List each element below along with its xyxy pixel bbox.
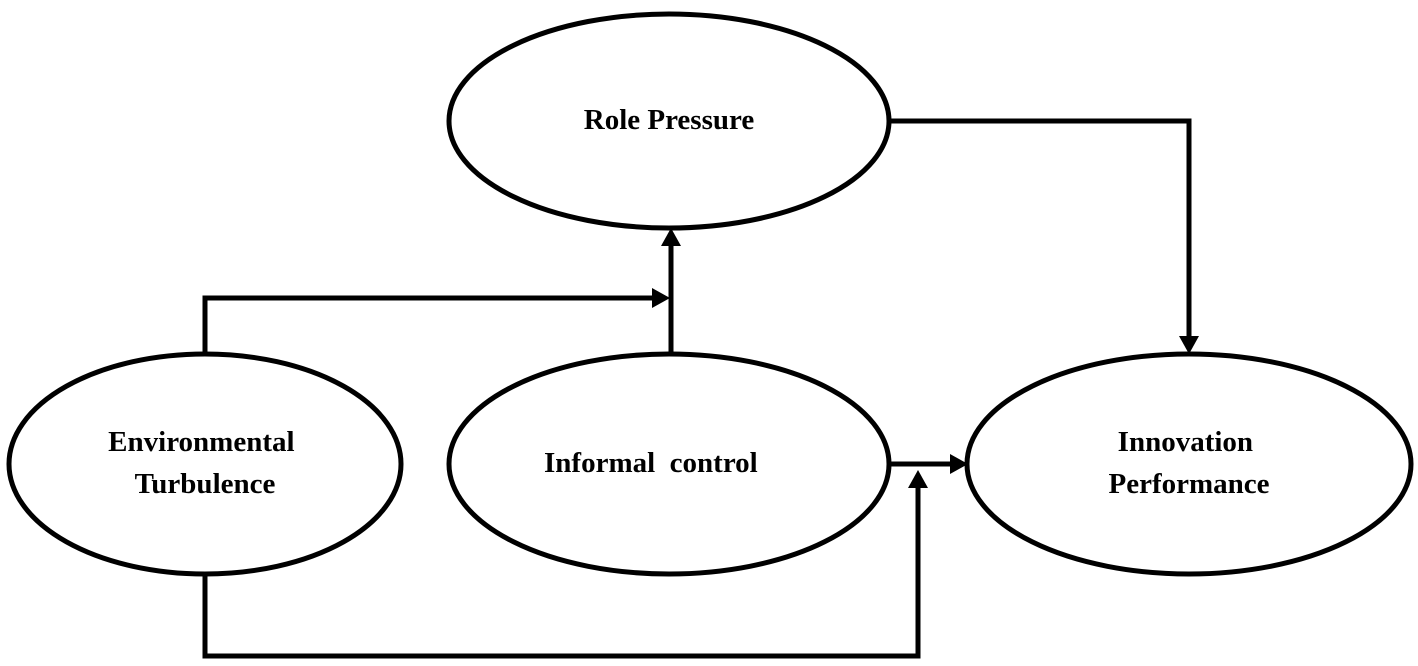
node-informal-control-label: Informal control [544,447,794,479]
node-environmental-turbulence-ellipse [6,351,404,577]
arrowhead-informal-to-innovation [950,454,968,474]
node-role-pressure: Role Pressure [446,11,892,231]
node-role-pressure-label: Role Pressure [584,104,755,136]
arrowhead-informal-to-rolepressure [661,228,681,246]
node-informal-control: Informal control [446,351,892,577]
node-environmental-turbulence-line-2: Turbulence [135,468,276,500]
arrowhead-turbulence-to-rolepressure [652,288,670,308]
arrowhead-turbulence-to-innovation [908,470,928,488]
arrowhead-rolepressure-to-innovation [1179,336,1199,354]
node-environmental-turbulence-line-1: Environmental [108,426,294,458]
node-innovation-performance-line-2: Performance [1108,468,1269,500]
node-environmental-turbulence-label: Environmental Turbulence [108,426,302,500]
node-informal-control-ellipse [446,351,892,577]
node-informal-control-line-1: Informal control [544,447,758,479]
node-environmental-turbulence: Environmental Turbulence [6,351,404,577]
node-role-pressure-line-1: Role Pressure [584,104,755,136]
node-innovation-performance-ellipse [964,351,1414,577]
node-role-pressure-ellipse [446,11,892,231]
edge-turbulence-to-rolepressure-path [202,295,656,355]
node-innovation-performance-line-1: Innovation [1118,426,1253,458]
node-innovation-performance-label: Innovation Performance [1108,426,1269,500]
node-innovation-performance: Innovation Performance [964,351,1414,577]
edge-turbulence-to-innovation-path [202,486,921,659]
edge-rolepressure-to-innovation [890,118,1192,338]
